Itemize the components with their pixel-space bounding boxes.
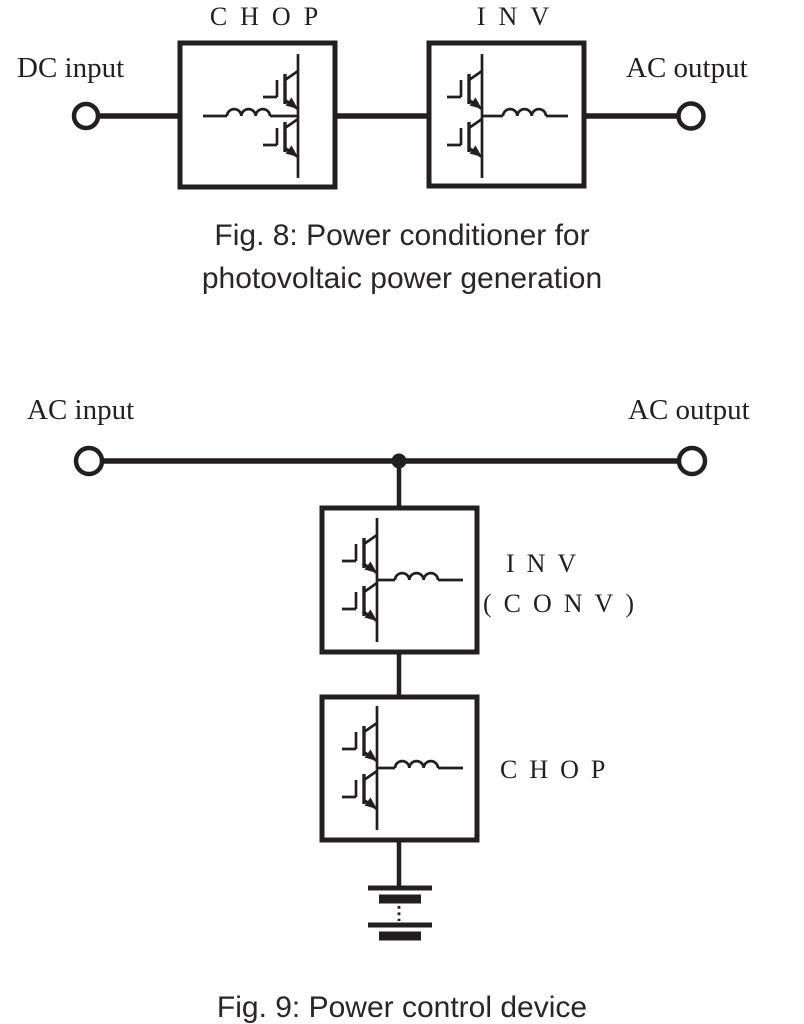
- fig9-ac-output-label: AC output: [628, 394, 750, 426]
- fig9-inv-inductor-icon: [393, 571, 440, 582]
- fig9-inv-label: INV: [506, 549, 589, 578]
- fig9-inv-box-title: INV (CONV): [483, 544, 646, 624]
- fig8-inv-halfbridge-icon: [447, 54, 482, 178]
- fig8-diagram: [71, 40, 706, 190]
- ac-output-terminal-icon: [676, 101, 706, 131]
- fig8-chop-inductor-icon: [225, 107, 272, 118]
- fig8-caption: Fig. 8: Power conditioner for photovolta…: [0, 214, 804, 300]
- ac-input-terminal-icon: [73, 445, 105, 477]
- fig9-chop-halfbridge-icon: [342, 706, 377, 830]
- battery-icon: [368, 885, 432, 941]
- fig9-inv-sublabel: (CONV): [483, 589, 646, 618]
- fig9-chop-box-title: CHOP: [500, 755, 618, 784]
- fig8-inv-box-title: INV: [476, 2, 563, 31]
- dc-input-terminal-icon: [71, 101, 101, 131]
- fig8-inv-inductor-icon: [501, 107, 548, 118]
- fig9-inv-halfbridge-icon: [342, 518, 377, 642]
- ac-output-terminal-icon: [676, 445, 708, 477]
- fig8-inv-box: [426, 40, 587, 189]
- fig9-chop-inductor-icon: [393, 759, 440, 770]
- fig9-ac-input-label: AC input: [27, 394, 135, 426]
- fig8-dc-input-label: DC input: [17, 52, 125, 84]
- fig8-ac-output-label: AC output: [626, 52, 748, 84]
- fig8-chop-box-title: CHOP: [209, 2, 332, 31]
- fig9-diagram: [73, 445, 708, 941]
- fig8-caption-line2: photovoltaic power generation: [201, 262, 603, 295]
- fig8-caption-line1: Fig. 8: Power conditioner for: [214, 219, 590, 252]
- fig9-caption: Fig. 9: Power control device: [216, 991, 588, 1024]
